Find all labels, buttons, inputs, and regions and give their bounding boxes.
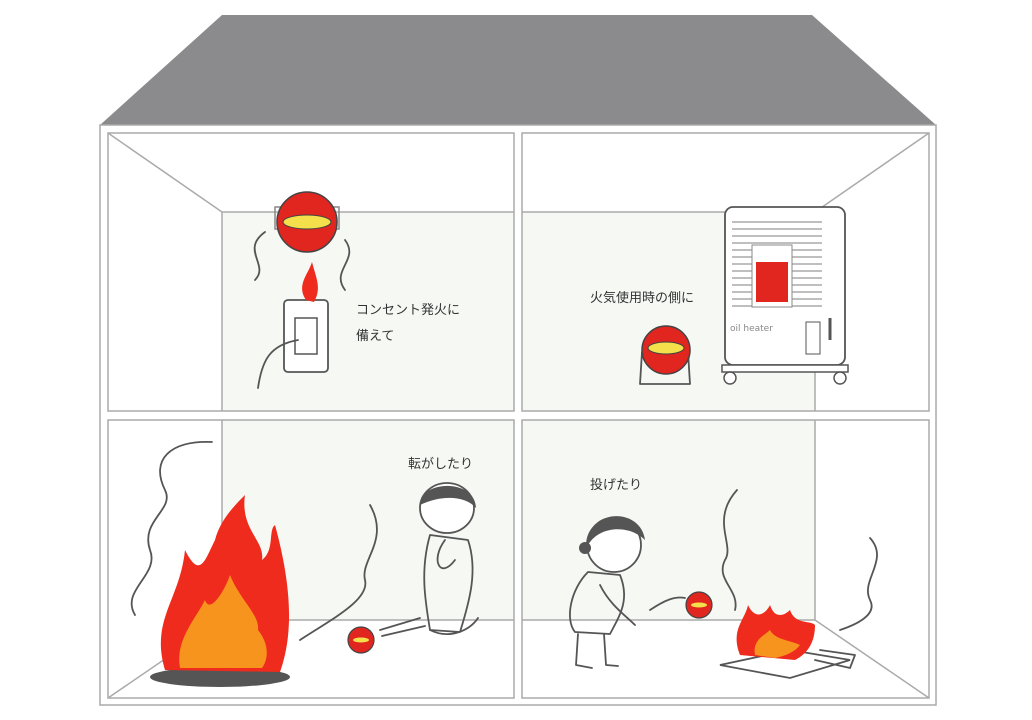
roll-caption: 転がしたり (408, 457, 473, 472)
large-fire (150, 495, 290, 687)
wall-outlet (257, 262, 329, 389)
room-outlet: コンセント発火に 備えて (107, 132, 515, 412)
roof (100, 15, 936, 125)
crouching-boy (419, 482, 479, 635)
woman-throwing (569, 516, 645, 669)
heater-caption: 火気使用時の側に (590, 290, 694, 306)
outlet-caption-line2: 備えて (356, 328, 394, 344)
room-throw: 投げたり (521, 419, 930, 699)
room-heater: 火気使用時の側に oil heater (521, 132, 930, 412)
heater-brand: oil heater (730, 324, 773, 334)
stove-fire (719, 605, 856, 679)
oil-heater: oil heater (721, 206, 849, 385)
extinguisher-stand (639, 325, 691, 385)
room-roll: 転がしたり (107, 419, 515, 699)
outlet-caption-line1: コンセント発火に (356, 303, 460, 318)
ceiling-extinguisher (274, 191, 340, 253)
throw-caption: 投げたり (590, 477, 642, 493)
